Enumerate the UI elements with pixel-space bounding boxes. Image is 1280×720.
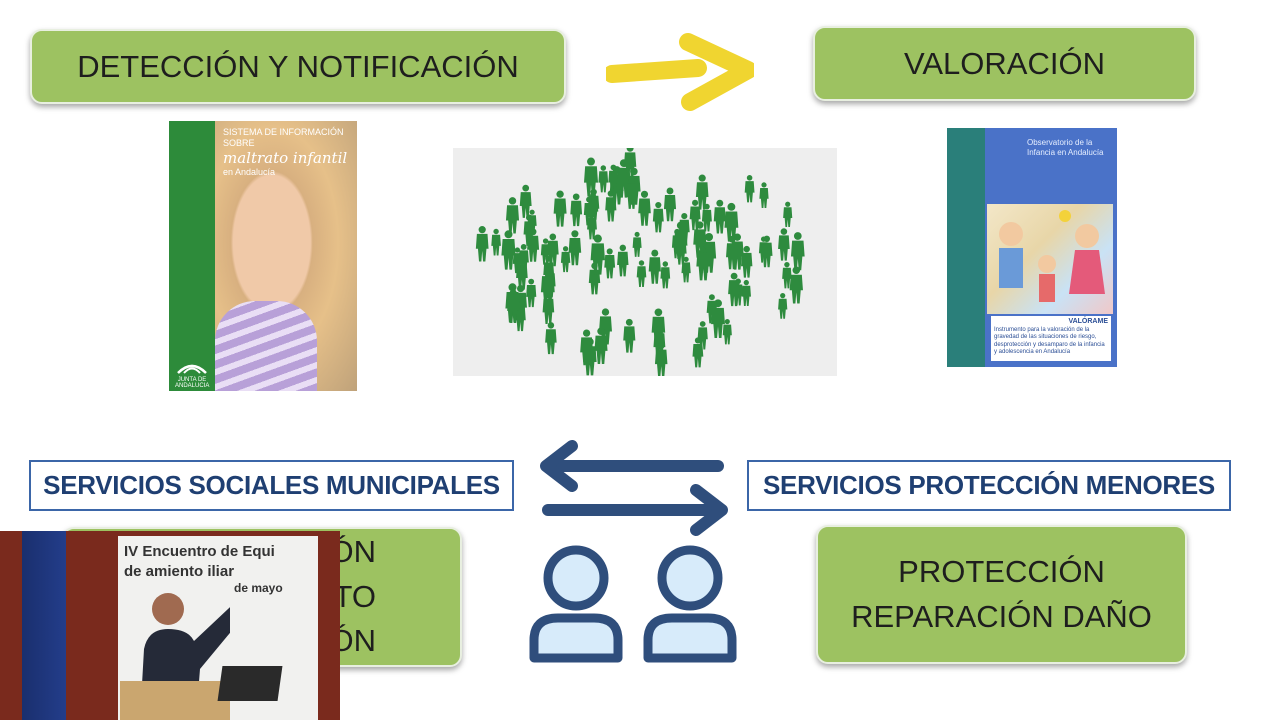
person-silhouette — [570, 193, 583, 227]
person-silhouette — [519, 184, 532, 218]
person-silhouette — [505, 283, 520, 323]
servicios-sociales-municipales-label: SERVICIOS SOCIALES MUNICIPALES — [29, 460, 514, 511]
person-silhouette — [505, 197, 520, 234]
person-silhouette — [598, 165, 609, 193]
person-silhouette — [698, 246, 708, 273]
person-silhouette — [726, 235, 738, 270]
person-silhouette — [663, 187, 677, 222]
person-silhouette — [790, 232, 805, 271]
laptop — [217, 666, 283, 701]
person-silhouette — [636, 260, 647, 287]
detection-notification-box: DETECCIÓN Y NOTIFICACIÓN — [30, 29, 566, 104]
caption-text: Instrumento para la valoración de la gra… — [994, 326, 1105, 356]
banner-line-1: IV Encuentro de Equi — [124, 543, 275, 560]
valorame-caption: VALÓRAME Instrumento para la valoración … — [991, 316, 1111, 361]
valoracion-box: VALORACIÓN — [813, 26, 1196, 101]
person-silhouette — [713, 199, 726, 234]
event-banner-text: IV Encuentro de Equi de amiento iliar de… — [124, 542, 283, 597]
person-silhouette — [583, 338, 597, 376]
person-silhouette — [475, 226, 489, 262]
person-silhouette — [789, 266, 803, 304]
person-silhouette — [594, 327, 608, 364]
person-silhouette — [540, 238, 551, 265]
person-silhouette — [724, 202, 739, 242]
person-silhouette — [553, 190, 567, 227]
person-silhouette — [744, 175, 755, 203]
person-silhouette — [741, 245, 753, 278]
logo-text: JUNTA DE ANDALUCIA — [175, 377, 210, 389]
person-silhouette — [590, 234, 605, 275]
cover-spine-stripe — [947, 128, 985, 367]
person-silhouette — [568, 230, 582, 266]
detection-notification-label: DETECCIÓN Y NOTIFICACIÓN — [77, 48, 519, 84]
person-silhouette — [523, 214, 535, 246]
person-silhouette — [660, 261, 671, 289]
right-arrow-icon — [606, 33, 754, 111]
person-silhouette — [728, 272, 741, 307]
person-silhouette — [625, 176, 638, 209]
caption-title: VALÓRAME — [1068, 318, 1108, 325]
valorame-book-cover: Observatorio de la Infancia en Andalucía… — [947, 128, 1117, 367]
users-icon — [529, 545, 737, 663]
servicios-proteccion-menores-label: SERVICIOS PROTECCIÓN MENORES — [747, 460, 1231, 511]
person-silhouette — [632, 231, 642, 257]
cover-title: SISTEMA DE INFORMACIÓN SOBRE maltrato in… — [223, 127, 351, 177]
person-silhouette — [697, 321, 708, 350]
person-silhouette — [623, 318, 636, 353]
person-silhouette — [678, 213, 690, 244]
person-silhouette — [722, 318, 732, 345]
cover-subtitle: SISTEMA DE INFORMACIÓN SOBRE — [223, 127, 344, 148]
person-silhouette — [759, 182, 769, 209]
proteccion-reparacion-box: PROTECCIÓN REPARACIÓN DAÑO — [816, 525, 1187, 664]
person-silhouette — [545, 322, 557, 355]
girl-shirt — [215, 301, 317, 391]
family-painting — [987, 204, 1113, 314]
person-silhouette — [711, 299, 725, 339]
person-silhouette — [681, 256, 691, 283]
services-right-text: SERVICIOS PROTECCIÓN MENORES — [763, 470, 1215, 500]
person-silhouette — [648, 249, 661, 284]
person-silhouette — [608, 164, 619, 193]
person-silhouette — [638, 190, 651, 226]
cover-region: en Andalucía — [223, 166, 276, 177]
podium — [120, 681, 230, 720]
observatorio-header: Observatorio de la Infancia en Andalucía — [1027, 138, 1104, 157]
cover-main-title: maltrato infantil — [223, 148, 348, 167]
andalucia-people-map-image — [453, 148, 837, 376]
person-silhouette — [623, 148, 637, 180]
person-silhouette — [782, 261, 792, 289]
person-silhouette — [695, 174, 709, 210]
flag — [22, 531, 66, 720]
person-silhouette — [583, 196, 595, 226]
banner-line-2: de amiento iliar — [124, 562, 235, 580]
person-silhouette — [518, 244, 529, 273]
people-silhouettes — [475, 148, 805, 376]
speaker-webcam-overlay: IV Encuentro de Equi de amiento iliar de… — [0, 531, 340, 720]
cover-spine-stripe — [169, 121, 215, 391]
valoracion-label: VALORACIÓN — [904, 45, 1105, 81]
person-silhouette — [654, 341, 668, 376]
person-silhouette — [526, 278, 537, 308]
junta-andalucia-logo: JUNTA DE ANDALUCIA — [175, 359, 209, 389]
exchange-arrows-icon — [540, 440, 728, 536]
maltrato-infantil-book-cover: SISTEMA DE INFORMACIÓN SOBRE maltrato in… — [169, 121, 357, 391]
person-silhouette — [783, 201, 793, 228]
reparacion-dano-label: REPARACIÓN DAÑO — [851, 598, 1152, 634]
person-silhouette — [652, 201, 664, 233]
person-silhouette — [560, 246, 571, 273]
proteccion-label: PROTECCIÓN — [898, 553, 1105, 589]
person-silhouette — [604, 248, 616, 279]
person-silhouette — [540, 267, 555, 306]
person-silhouette — [758, 236, 769, 263]
person-silhouette — [778, 228, 790, 261]
banner-line-3: de mayo — [234, 581, 283, 595]
person-silhouette — [741, 279, 751, 306]
person-silhouette — [617, 244, 629, 277]
services-left-text: SERVICIOS SOCIALES MUNICIPALES — [43, 470, 500, 500]
person-silhouette — [491, 228, 501, 256]
person-silhouette — [778, 293, 788, 319]
